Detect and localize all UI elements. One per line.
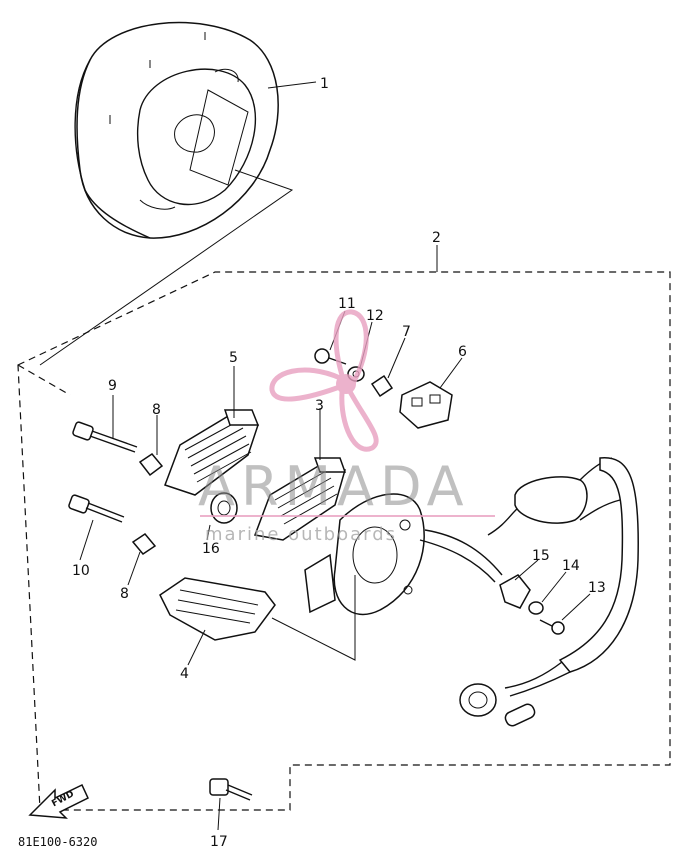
callout-12: 12 <box>366 308 384 324</box>
callout-8-upper: 8 <box>152 402 161 418</box>
wire-harness <box>419 457 639 727</box>
clip-8-lower <box>131 533 157 555</box>
charge-coil-5 <box>164 409 260 496</box>
callout-9: 9 <box>108 378 117 394</box>
washer-14 <box>528 601 544 615</box>
callout-14: 14 <box>562 558 580 574</box>
callout-16: 16 <box>202 541 220 557</box>
armada-watermark: ARMADA marine outboards <box>198 309 495 545</box>
callout-13: 13 <box>588 580 606 596</box>
callout-8-lower: 8 <box>120 586 129 602</box>
plate-15 <box>499 574 531 609</box>
callout-10: 10 <box>72 563 90 579</box>
clip-8-upper <box>138 453 164 477</box>
screw-11 <box>314 348 347 365</box>
callout-15: 15 <box>532 548 550 564</box>
flywheel-magneto <box>74 21 279 239</box>
bolt-9 <box>72 421 138 453</box>
watermark-tagline: marine outboards <box>205 524 397 545</box>
callout-2: 2 <box>432 230 441 246</box>
stator-assembly-box <box>17 245 671 811</box>
pulser-coil-4 <box>159 577 276 641</box>
callout-4: 4 <box>180 666 189 682</box>
stator-base-plate <box>304 493 425 616</box>
clamp-7 <box>370 374 394 398</box>
screw-13 <box>539 619 565 635</box>
lighting-coil-3 <box>253 457 347 541</box>
callout-1: 1 <box>320 76 329 92</box>
callout-17: 17 <box>210 834 228 850</box>
callout-11: 11 <box>338 296 356 312</box>
callout-3: 3 <box>315 398 324 414</box>
callout-6: 6 <box>458 344 467 360</box>
leader-flywheel <box>39 169 294 366</box>
leader-lines <box>79 81 591 831</box>
watermark-brand: ARMADA <box>198 455 470 518</box>
callout-5: 5 <box>229 350 238 366</box>
callout-7: 7 <box>402 324 411 340</box>
bolt-10 <box>68 494 125 523</box>
rectifier-6 <box>399 381 453 429</box>
bolt-17 <box>209 778 253 801</box>
propeller-logo-icon <box>269 309 379 452</box>
diagram-code: 81E100-6320 <box>18 835 97 849</box>
